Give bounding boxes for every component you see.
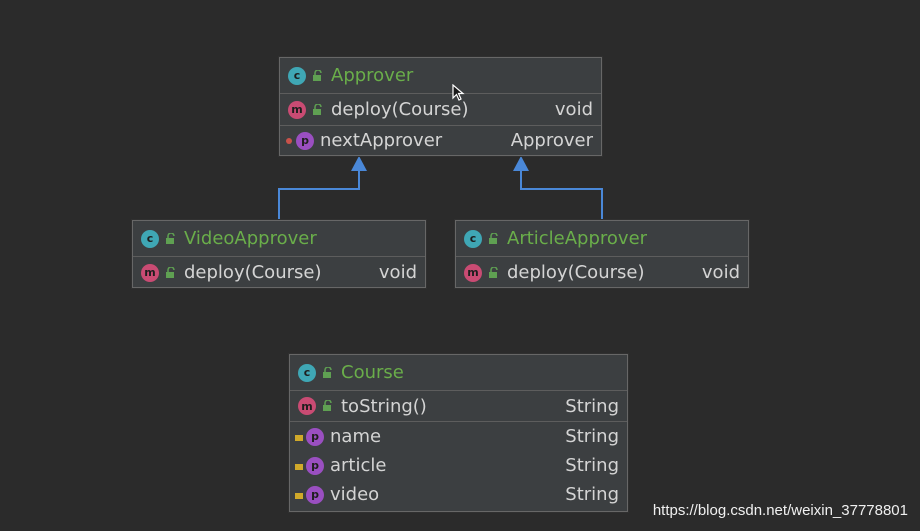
class-name: VideoApprover bbox=[184, 228, 317, 249]
field-visibility-icon bbox=[286, 137, 292, 144]
field-name: article bbox=[330, 455, 387, 476]
class-icon: c bbox=[141, 229, 159, 248]
video-approver-inheritance-line bbox=[278, 170, 360, 220]
mouse-cursor-icon bbox=[452, 84, 465, 101]
method-row[interactable]: m deploy(Course) void bbox=[133, 257, 425, 288]
method-row[interactable]: m toString() String bbox=[290, 391, 627, 422]
class-icon: c bbox=[298, 363, 316, 382]
class-name: ArticleApprover bbox=[507, 228, 648, 249]
method-icon: m bbox=[464, 263, 482, 282]
field-row[interactable]: p nextApprover Approver bbox=[280, 126, 601, 155]
field-type: String bbox=[565, 426, 619, 447]
field-type: String bbox=[565, 455, 619, 476]
field-visibility-icon bbox=[295, 463, 303, 470]
public-visibility-icon bbox=[166, 266, 175, 278]
class-header-article-approver[interactable]: c ArticleApprover bbox=[456, 221, 748, 257]
video-approver-inheritance-arrowhead bbox=[351, 156, 367, 171]
class-box-article-approver[interactable]: c ArticleApprover m deploy(Course) void bbox=[455, 220, 749, 288]
field-name: name bbox=[330, 426, 382, 447]
watermark: https://blog.csdn.net/weixin_37778801 bbox=[652, 502, 908, 519]
field-name: video bbox=[330, 484, 380, 505]
article-approver-inheritance-line bbox=[520, 170, 603, 220]
field-visibility-icon bbox=[295, 434, 303, 441]
field-icon: p bbox=[306, 485, 324, 504]
method-row[interactable]: m deploy(Course) void bbox=[280, 94, 601, 126]
field-icon: p bbox=[296, 131, 314, 150]
public-visibility-icon bbox=[313, 103, 322, 115]
field-row[interactable]: p video String bbox=[290, 480, 627, 509]
field-row[interactable]: p article String bbox=[290, 451, 627, 480]
method-name: deploy(Course) bbox=[331, 99, 469, 120]
field-type: Approver bbox=[510, 130, 593, 151]
article-approver-inheritance-arrowhead bbox=[513, 156, 529, 171]
field-icon: p bbox=[306, 456, 324, 475]
field-visibility-icon bbox=[295, 492, 303, 499]
public-visibility-icon bbox=[489, 232, 498, 244]
public-visibility-icon bbox=[489, 266, 498, 278]
class-name: Course bbox=[341, 362, 404, 383]
class-name: Approver bbox=[331, 65, 414, 86]
method-name: deploy(Course) bbox=[507, 262, 645, 283]
field-row[interactable]: p name String bbox=[290, 422, 627, 451]
field-type: String bbox=[565, 484, 619, 505]
method-icon: m bbox=[298, 397, 316, 415]
method-name: toString() bbox=[341, 395, 427, 417]
method-return-type: String bbox=[565, 395, 619, 417]
method-return-type: void bbox=[701, 262, 740, 283]
field-icon: p bbox=[306, 427, 324, 446]
method-return-type: void bbox=[378, 262, 417, 283]
method-name: deploy(Course) bbox=[184, 262, 322, 283]
class-box-video-approver[interactable]: c VideoApprover m deploy(Course) void bbox=[132, 220, 426, 288]
public-visibility-icon bbox=[323, 400, 332, 411]
class-header-course[interactable]: c Course bbox=[290, 355, 627, 391]
class-box-approver[interactable]: c Approver m deploy(Course) void p nextA… bbox=[279, 57, 602, 156]
public-visibility-icon bbox=[313, 69, 322, 81]
method-row[interactable]: m deploy(Course) void bbox=[456, 257, 748, 288]
method-icon: m bbox=[141, 263, 159, 282]
public-visibility-icon bbox=[166, 232, 175, 244]
class-header-video-approver[interactable]: c VideoApprover bbox=[133, 221, 425, 257]
class-icon: c bbox=[288, 66, 306, 85]
public-visibility-icon bbox=[323, 366, 332, 378]
field-name: nextApprover bbox=[320, 130, 443, 151]
class-icon: c bbox=[464, 229, 482, 248]
method-icon: m bbox=[288, 100, 306, 119]
class-header-approver[interactable]: c Approver bbox=[280, 58, 601, 94]
method-return-type: void bbox=[554, 99, 593, 120]
class-box-course[interactable]: c Course m toString() String p name Stri… bbox=[289, 354, 628, 512]
